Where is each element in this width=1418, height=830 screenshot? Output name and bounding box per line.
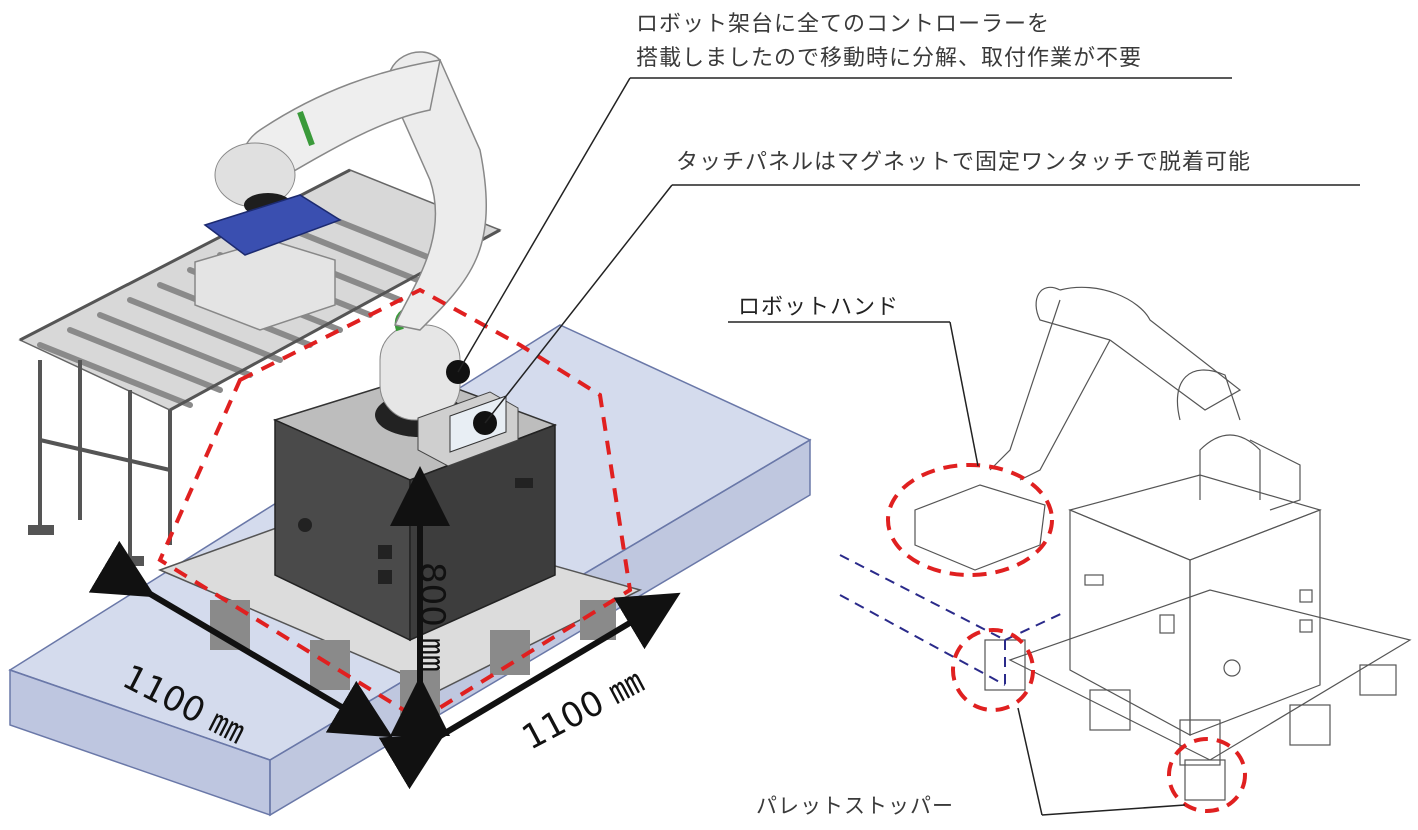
stopper-highlight-2	[1167, 737, 1247, 813]
stopper-leader-2	[1041, 804, 1186, 816]
controller-callout: ロボット架台に全てのコントローラーを 搭載しましたので移動時に分解、取付作業が不…	[636, 8, 1142, 76]
stopper-highlight-1	[951, 628, 1035, 712]
touch-panel-callout: タッチパネルはマグネットで固定ワンタッチで脱着可能	[676, 150, 1252, 175]
hand-highlight	[886, 463, 1054, 577]
top-callout-leader	[457, 77, 631, 373]
panel-callout-leader	[484, 184, 673, 424]
dim-arrow-right	[378, 592, 681, 790]
robot-hand-callout: ロボットハンド	[738, 295, 900, 320]
robot-arm	[214, 51, 487, 437]
dim-arrow-left	[88, 540, 393, 738]
pallet-stopper-callout: パレットストッパー	[756, 794, 954, 818]
controller-callout-line-1: ロボット架台に全てのコントローラーを	[636, 12, 1051, 37]
gripper	[203, 194, 342, 256]
pallet-guide-lines	[839, 554, 1066, 686]
controller-callout-line-2: 搭載しましたので移動時に分解、取付作業が不要	[636, 46, 1143, 71]
hand-callout-leader	[949, 321, 979, 467]
line-drawing	[914, 286, 1412, 801]
dimension-height-label: 800 ㎜	[412, 562, 452, 672]
stopper-leader-1	[1017, 707, 1043, 816]
